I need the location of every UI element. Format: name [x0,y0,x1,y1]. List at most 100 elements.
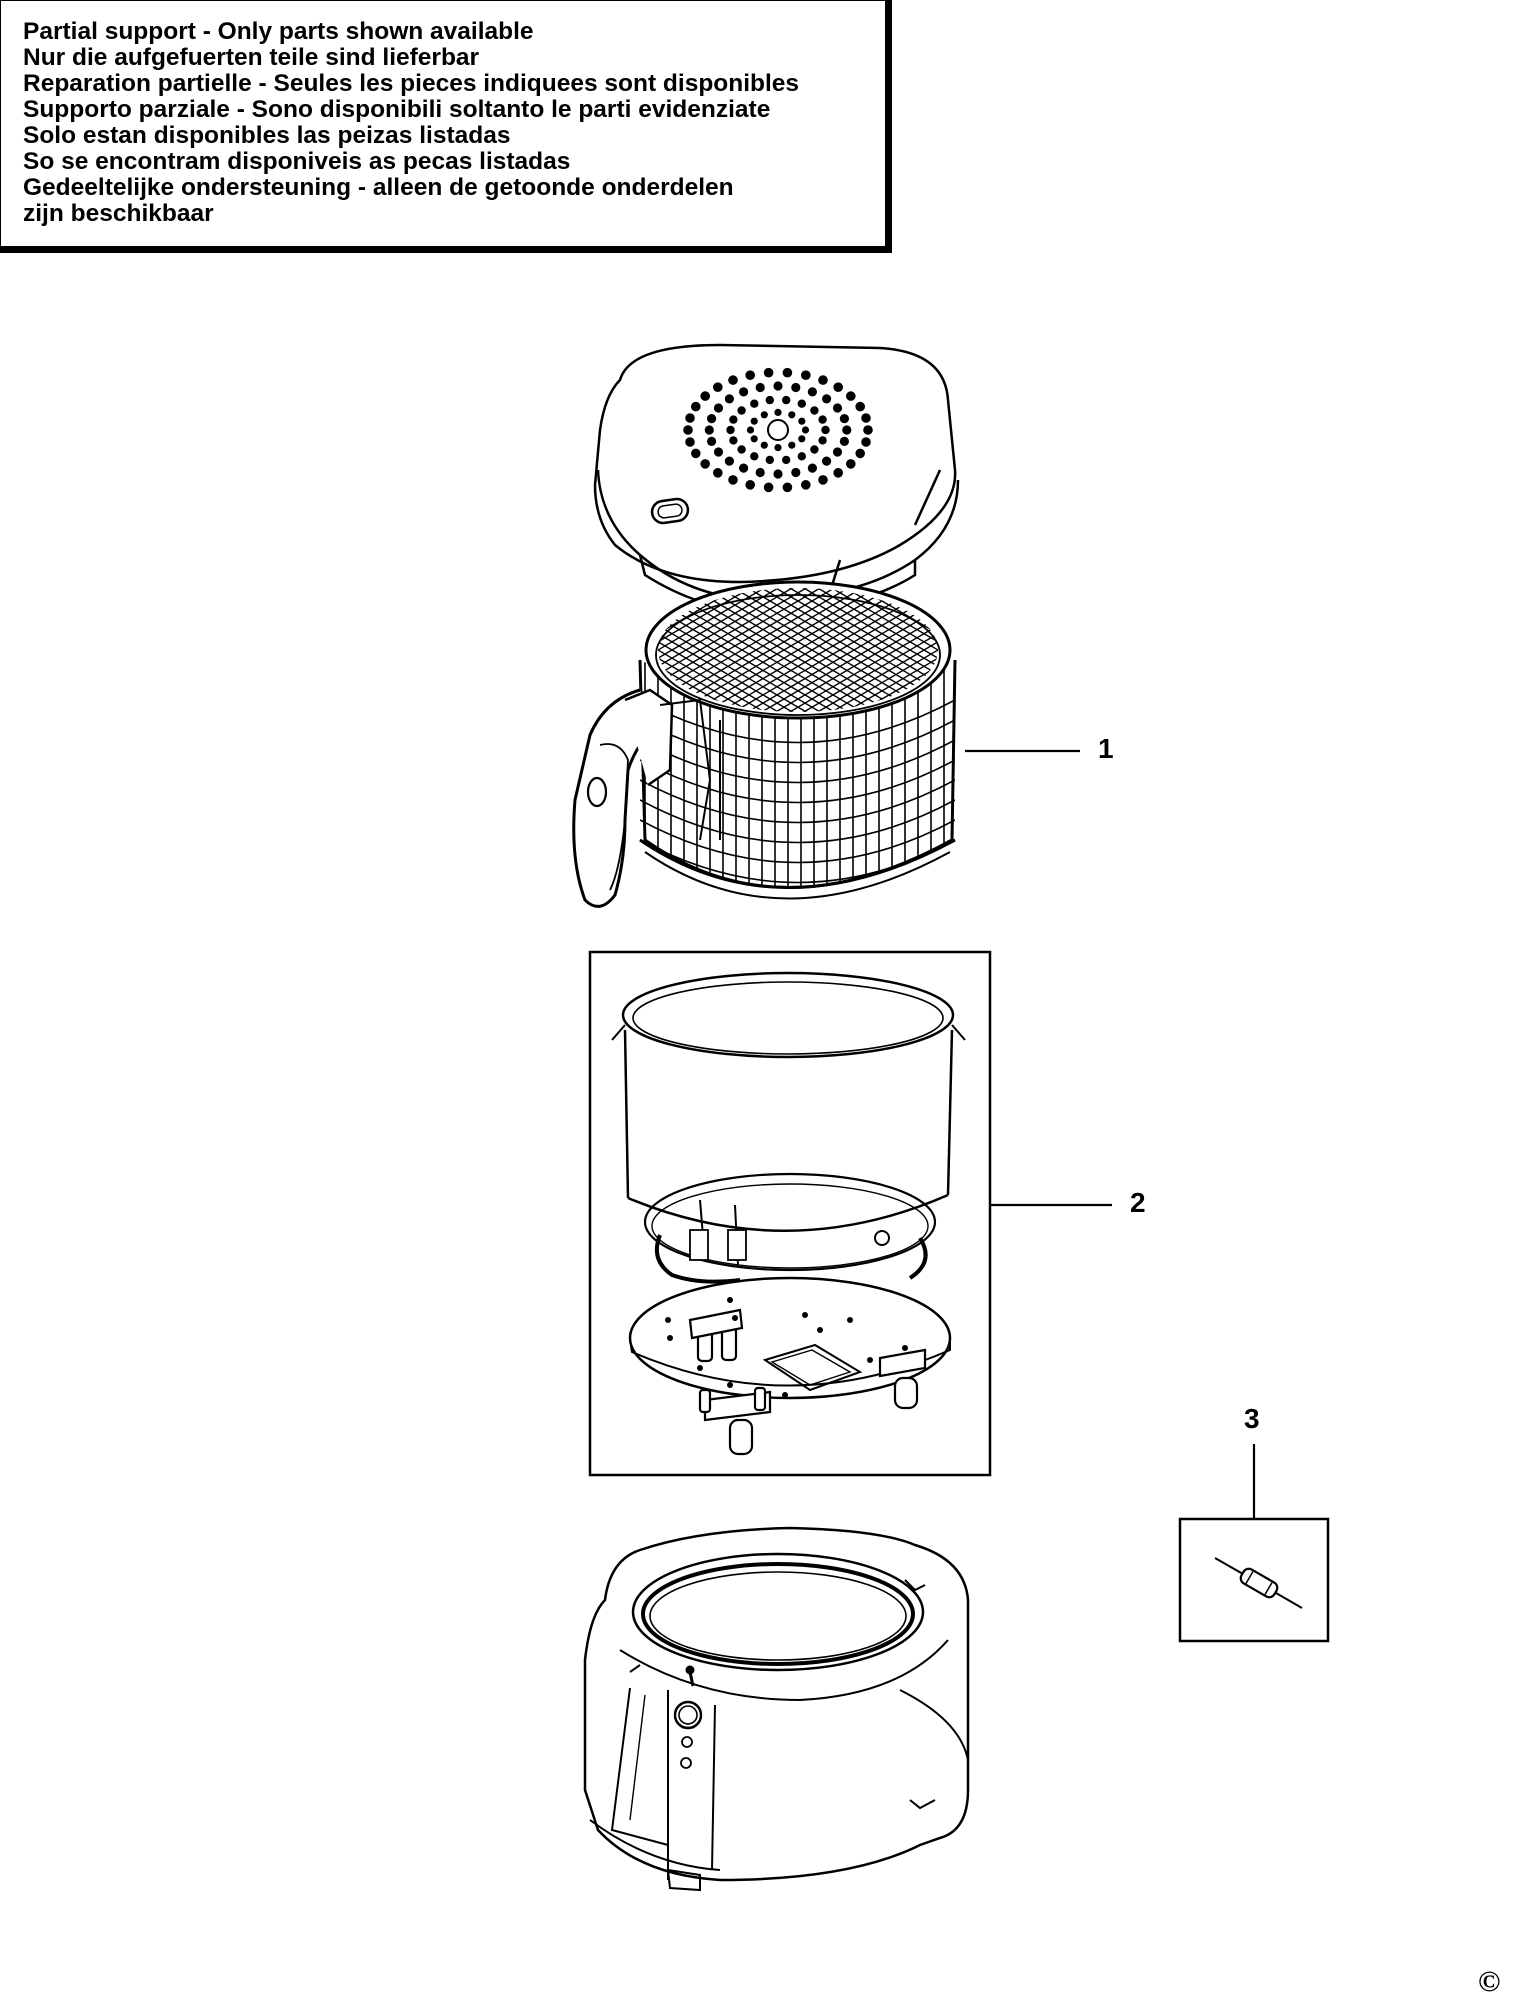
vent-hole [700,459,710,469]
vent-hole [818,415,827,424]
floor-wire [658,588,821,712]
floor-wire [958,580,1198,720]
notice-line-nl: Gedeeltelijke ondersteuning - alleen de … [23,174,734,201]
vent-hole [745,370,755,381]
vent-hole [822,394,832,404]
floor-wire [412,580,652,720]
vent-hole [700,391,710,401]
vent-hole [685,437,695,447]
vent-hole [839,436,850,446]
notice-line-es: Solo estan disponibles las peizas listad… [23,122,511,149]
vent-hole [861,413,871,423]
vent-hole [739,463,749,473]
vent-hole [832,403,843,413]
bowl-assembly-drawing [611,971,966,1456]
vent-hole [683,425,693,435]
basket-wire [640,759,955,804]
vent-hole [765,395,774,405]
copyright-mark: © [1478,1965,1501,1998]
floor-wire [929,588,938,712]
vent-hole [750,452,759,461]
vent-hole [746,426,755,434]
notice-line-fr: Reparation partielle - Seules les pieces… [23,70,800,97]
lid-drawing [593,343,960,614]
vent-hole [774,444,782,452]
floor-wire [789,588,938,712]
vent-hole [855,448,865,459]
notice-line-de: Nur die aufgefuerten teile sind lieferba… [23,44,480,71]
vent-hole [685,413,695,423]
vent-hole [807,387,818,397]
floor-wire [658,588,779,712]
floor-wire [845,588,938,712]
vent-hole [713,447,724,457]
vent-hole [846,391,856,401]
floor-wire [658,588,793,712]
vent-hole [755,467,765,478]
vent-hole [760,441,768,449]
floor-wire [747,588,938,712]
floor-wire [831,588,938,712]
floor-wire [658,588,835,712]
floor-wire [944,580,1184,720]
vent-hole [739,387,749,397]
vent-hole [773,469,783,479]
vent-hole [821,425,830,435]
vent-hole [704,425,714,435]
vent-hole [729,415,738,424]
vent-hole [798,417,806,425]
part-number-2: 2 [1130,1187,1146,1218]
vent-hole [797,399,806,408]
vent-hole [745,480,755,490]
lid-vent-holes [683,367,873,493]
floor-wire [803,588,938,712]
basket-wire [640,719,955,764]
vent-hole [707,436,717,446]
basket-wire [640,699,955,744]
basket-wire [640,920,955,963]
vent-hole [842,425,852,435]
vent-hole [863,425,873,435]
vent-hole [861,437,871,447]
floor-wire [677,588,919,712]
vent-hole [750,399,759,408]
part-2-frame [588,950,992,1477]
vent-hole [810,445,819,454]
vent-hole [855,401,865,412]
floor-wire [658,588,765,712]
basket-wire [640,900,955,943]
vent-hole [791,467,801,478]
vent-hole [782,367,793,378]
vent-hole [765,455,774,465]
floor-wire [658,588,751,712]
vent-hole [755,382,765,393]
vent-hole [801,480,811,490]
floor-wire [944,580,1184,720]
floor-wire [658,588,849,712]
base-housing-drawing [583,1526,970,1892]
fuse-drawing [1214,1557,1303,1609]
vent-hole [724,456,735,466]
vent-hole [737,445,746,454]
vent-hole [713,382,723,393]
floor-wire [412,580,652,720]
vent-hole [833,382,843,393]
floor-wire [845,588,938,712]
partial-support-notice: Partial support - Only parts shown avail… [0,0,892,253]
floor-wire [398,580,638,720]
floor-wire [775,588,938,712]
vent-hole [763,482,774,493]
vent-hole [818,375,828,385]
vent-hole [713,468,723,478]
vent-hole [707,414,717,424]
floor-wire [658,588,779,712]
part-number-3: 3 [1244,1403,1260,1434]
vent-hole [728,475,738,485]
vent-hole [822,456,832,466]
vent-hole [760,411,768,419]
vent-hole [788,441,796,449]
floor-wire [817,588,938,712]
floor-wire [929,588,938,712]
vent-hole [791,382,801,393]
vent-hole [782,482,793,493]
